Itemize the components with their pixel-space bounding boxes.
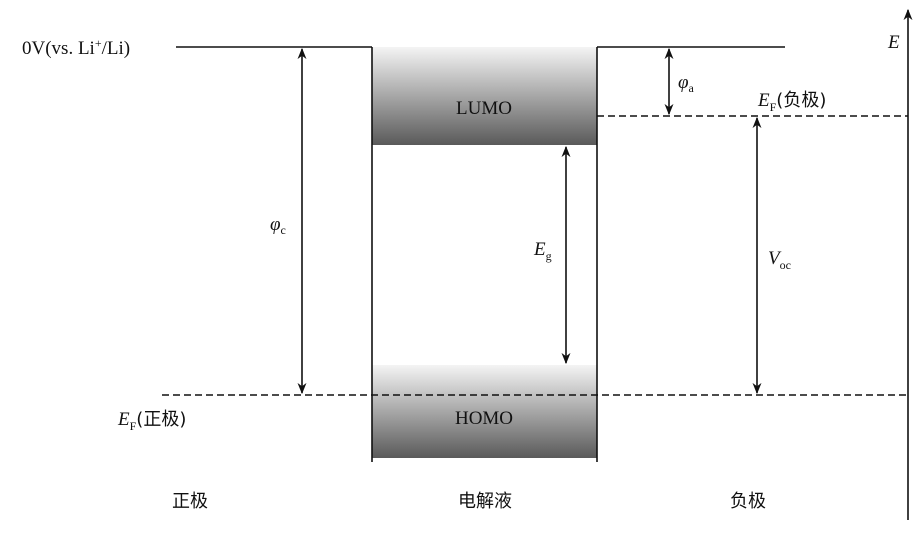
region-anode-label: 负极 [730,491,766,512]
lumo-label: LUMO [456,98,512,119]
region-electrolyte-label: 电解液 [458,491,512,512]
lumo-band [372,47,597,145]
fermi-cathode-label: EF(正极) [117,409,186,433]
phi-a-label: φa [678,72,695,95]
homo-band [372,365,597,458]
eg-label: Eg [533,239,552,263]
homo-label: HOMO [455,408,513,429]
phi-c-label: φc [270,214,286,237]
energy-axis-label: E [887,32,900,53]
region-cathode-label: 正极 [172,491,208,512]
zero-volt-label: 0V(vs. Li+/Li) [22,36,130,59]
fermi-anode-label: EF(负极) [757,90,826,114]
voc-label: Voc [768,248,791,272]
